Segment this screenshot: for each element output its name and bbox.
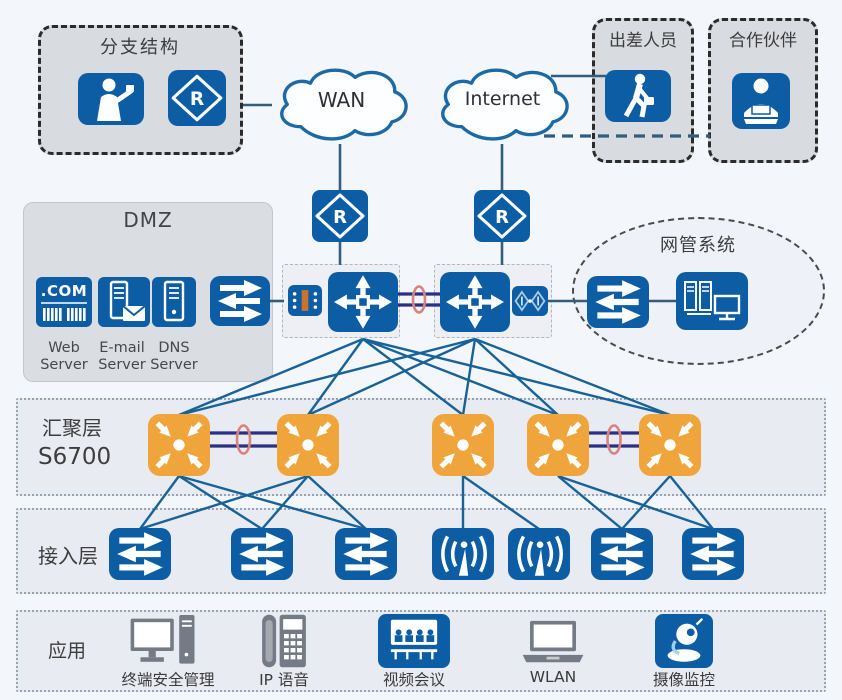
application-title: 应用 [48,640,87,662]
link-aggregation-ring [606,424,622,455]
stack-rings [235,285,622,455]
ip-phone-icon [257,613,311,669]
core-router-right-icon [440,272,510,332]
firewall-module-icon [288,285,322,316]
traveler-icon [605,70,671,122]
router-letter: R [495,207,509,228]
router-letter: R [333,207,347,228]
access-title: 接入层 [38,544,98,568]
nms-server-icon [676,272,748,330]
access-switch-4 [591,528,653,580]
wlan-label: WLAN [529,668,577,686]
aggregation-model: S6700 [38,444,112,470]
core-to-aggregation-links [178,337,671,417]
core-router-left-icon [328,272,398,332]
ips-device-icon [512,286,548,316]
link-aggregation-ring [235,424,252,455]
wan-router-icon: R [312,190,368,242]
traveler-title: 出差人员 [609,31,677,51]
aggregation-switch-5 [639,414,701,476]
dns-server-label: DNS Server [150,340,198,373]
dns-server-icon [152,277,196,327]
email-server-label: E-mail Server [98,340,146,373]
branch-router-icon: R [168,70,226,126]
aggregation-switch-2 [277,414,339,476]
aggregation-switch-3 [432,414,494,476]
video-conference-label: 视频会议 [382,671,445,689]
aggregation-to-access-links [139,474,714,531]
email-server-icon [98,277,150,327]
video-conference-icon [378,614,450,668]
access-switch-1 [109,528,171,580]
wlan-ap-1 [432,528,494,580]
aggregation-switch-4 [527,414,589,476]
internet-router-icon: R [474,190,530,242]
internet-cloud-label: Internet [464,88,541,110]
trunk-links [243,74,710,303]
nms-title: 网管系统 [660,235,736,256]
wlan-laptop-icon [516,619,590,665]
terminal-security-label: 终端安全管理 [121,671,215,689]
partner-title: 合作伙伴 [729,31,797,51]
dmz-title: DMZ [123,208,173,232]
branch-title: 分支结构 [100,37,180,58]
aggregation-switch-1 [148,414,210,476]
camera-surveillance-icon [655,614,713,668]
aggregation-title: 汇聚层 [42,416,102,440]
ip-voice-label: IP 语音 [259,671,309,689]
web-server-label: Web Server [40,340,88,373]
partner-icon [732,73,790,129]
wlan-ap-2 [508,528,570,580]
router-letter: R [190,89,204,110]
web-server-icon: .COM [36,277,92,327]
access-switch-3 [335,528,397,580]
camera-surveillance-label: 摄像监控 [652,671,715,689]
link-aggregation-ring [411,285,427,314]
dmz-switch-icon [210,276,270,326]
stack-links [210,292,639,448]
nms-switch-icon [587,276,649,328]
terminal-security-icon [125,615,201,669]
branch-user-icon [78,73,144,125]
access-switch-5 [682,528,744,580]
access-switch-2 [231,528,293,580]
web-server-com-text: .COM [40,282,88,300]
wan-cloud-label: WAN [317,88,366,112]
